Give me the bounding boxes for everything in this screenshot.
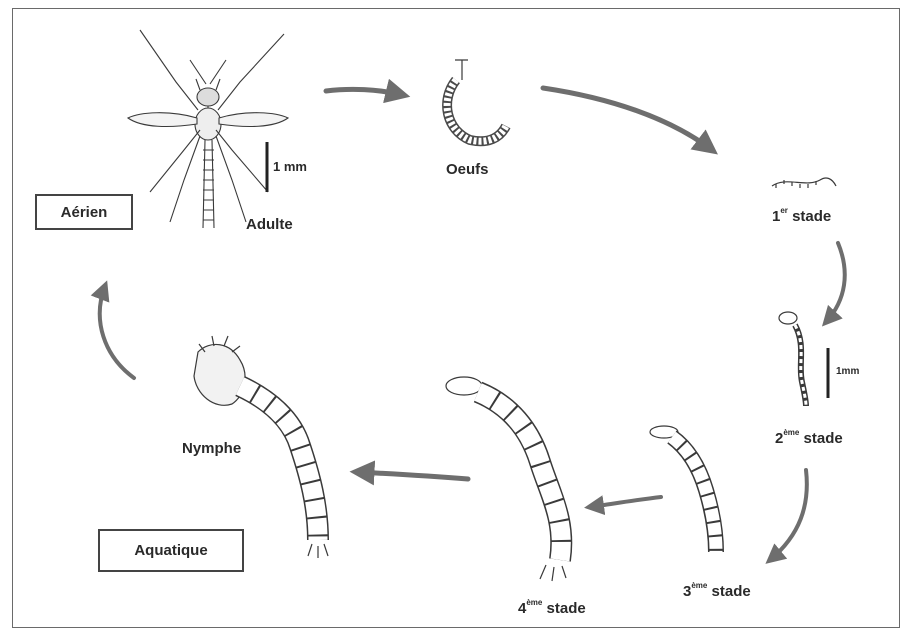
label-adult: Adulte xyxy=(246,216,293,233)
larva1-drawing xyxy=(772,178,836,188)
arrow-larva1-to-larva2 xyxy=(826,243,845,322)
adult-mosquito-drawing xyxy=(128,30,288,228)
scale-label-larva: 1mm xyxy=(836,366,859,377)
arrow-larva4-to-pupa xyxy=(357,472,468,479)
arrow-larva3-to-larva4 xyxy=(590,497,661,507)
label-larva2: 2ème stade xyxy=(775,430,843,447)
larva2-drawing xyxy=(779,312,806,406)
zone-aquatic-box: Aquatique xyxy=(98,529,244,572)
label-eggs: Oeufs xyxy=(446,161,489,178)
arrow-larva2-to-larva3 xyxy=(770,470,807,560)
label-larva1: 1er stade xyxy=(772,208,831,225)
label-larva4: 4ème stade xyxy=(518,600,586,617)
arrow-eggs-to-larva1 xyxy=(543,88,712,150)
label-larva3: 3ème stade xyxy=(683,583,751,600)
zone-aerial-label: Aérien xyxy=(61,204,108,221)
eggs-drawing xyxy=(447,60,506,141)
zone-aerial-box: Aérien xyxy=(35,194,133,230)
arrow-adult-to-eggs xyxy=(326,89,403,95)
arrow-pupa-to-adult xyxy=(100,286,134,378)
zone-aquatic-label: Aquatique xyxy=(134,542,207,559)
scale-label-adult: 1 mm xyxy=(273,159,307,174)
label-pupa: Nymphe xyxy=(182,440,241,457)
larva3-drawing xyxy=(650,426,716,552)
